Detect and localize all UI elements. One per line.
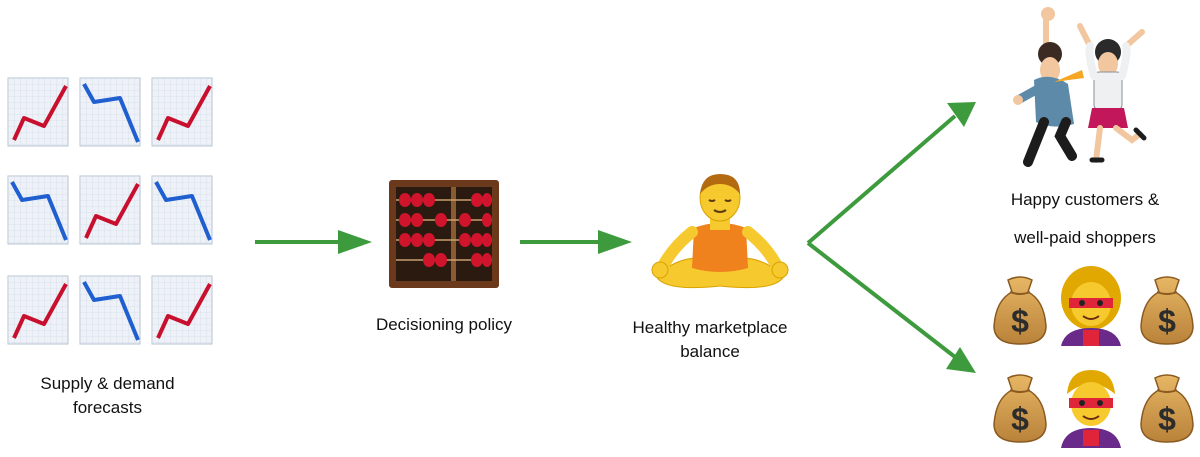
chart-up-icon [7, 77, 69, 147]
chart-down-icon [151, 175, 213, 245]
outcome-label-line2: well-paid shoppers [1014, 228, 1156, 247]
chart-up-icon [151, 275, 213, 345]
arrow-head [946, 347, 976, 373]
money-bags-and-heroes: $ $ $ [993, 266, 1194, 448]
meditating-person-icon [651, 174, 789, 289]
jumping-people-icon [1013, 7, 1147, 167]
svg-text:$: $ [1011, 303, 1029, 339]
chart-up-icon [79, 175, 141, 245]
money-bag-icon: $ [1140, 276, 1194, 345]
outcome-label-line1: Happy customers & [1010, 190, 1160, 209]
money-bag-icon: $ [993, 276, 1047, 345]
chart-up-icon [151, 77, 213, 147]
svg-text:$: $ [1158, 401, 1176, 437]
balance-label: Healthy marketplace balance [605, 316, 815, 364]
svg-text:$: $ [1158, 303, 1176, 339]
arrow-balance-to-shoppers [806, 241, 957, 359]
chart-down-icon [79, 275, 141, 345]
arrow-head [598, 230, 632, 254]
chart-down-icon [7, 175, 69, 245]
arrow-head [338, 230, 372, 254]
superhero-icon [1061, 266, 1121, 346]
svg-text:$: $ [1011, 401, 1029, 437]
superhero-icon [1061, 370, 1121, 448]
forecasts-label: Supply & demand forecasts [0, 372, 215, 420]
chart-up-icon [7, 275, 69, 345]
chart-down-icon [79, 77, 141, 147]
abacus-icon [389, 180, 499, 288]
balance-label-line2: balance [680, 342, 740, 361]
forecasts-label-line1: Supply & demand [40, 374, 175, 393]
forecasts-label-line2: forecasts [73, 398, 142, 417]
money-bag-icon: $ [1140, 374, 1194, 443]
balance-label-line1: Healthy marketplace [632, 318, 788, 337]
outcome-label: Happy customers & well-paid shoppers [985, 181, 1185, 257]
money-bag-icon: $ [993, 374, 1047, 443]
arrow-balance-to-customers [806, 114, 957, 245]
policy-label: Decisioning policy [375, 315, 513, 334]
arrows [255, 102, 976, 373]
arrow-head [947, 102, 976, 127]
forecast-charts-grid [7, 77, 213, 345]
